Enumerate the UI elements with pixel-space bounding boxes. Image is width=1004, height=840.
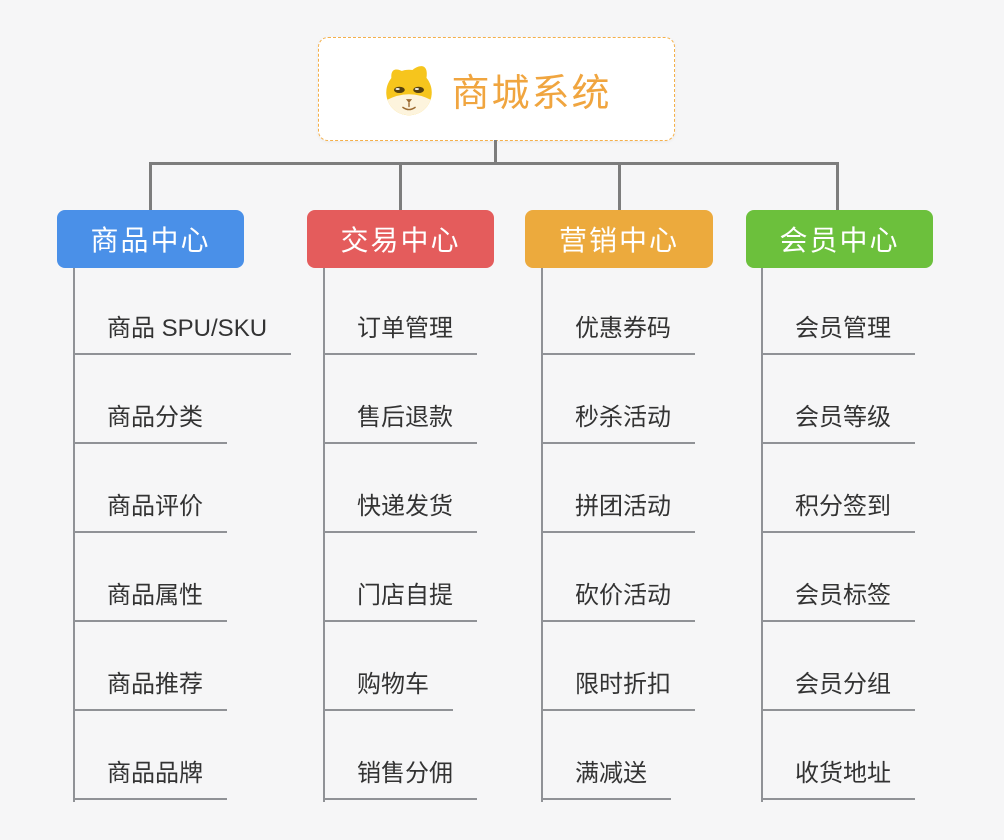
branch-node-marketing-center[interactable]: 营销中心 bbox=[525, 210, 713, 268]
dog-icon bbox=[386, 66, 433, 116]
leaf-node[interactable]: 售后退款 bbox=[323, 402, 477, 444]
connector-column-line bbox=[761, 268, 763, 802]
root-node[interactable]: 商城系统 bbox=[318, 37, 675, 141]
leaf-node[interactable]: 会员分组 bbox=[761, 669, 915, 711]
leaf-node[interactable]: 限时折扣 bbox=[541, 669, 695, 711]
leaf-node[interactable]: 会员管理 bbox=[761, 313, 915, 355]
leaf-node[interactable]: 收货地址 bbox=[761, 758, 915, 800]
leaf-node[interactable]: 购物车 bbox=[323, 669, 453, 711]
branch-node-product-center[interactable]: 商品中心 bbox=[57, 210, 244, 268]
connector-column-line bbox=[73, 268, 75, 802]
leaf-node[interactable]: 门店自提 bbox=[323, 580, 477, 622]
branch-label: 会员中心 bbox=[779, 225, 900, 256]
connector-horizontal bbox=[149, 162, 838, 165]
leaf-node[interactable]: 优惠券码 bbox=[541, 313, 695, 355]
leaf-node[interactable]: 销售分佣 bbox=[323, 758, 477, 800]
connector-root-stub bbox=[494, 140, 497, 165]
leaf-node[interactable]: 满减送 bbox=[541, 758, 671, 800]
leaf-node[interactable]: 商品品牌 bbox=[73, 758, 227, 800]
branch-label: 交易中心 bbox=[340, 225, 461, 256]
leaf-node[interactable]: 会员标签 bbox=[761, 580, 915, 622]
leaf-node[interactable]: 订单管理 bbox=[323, 313, 477, 355]
leaf-node[interactable]: 商品属性 bbox=[73, 580, 227, 622]
leaf-node[interactable]: 快递发货 bbox=[323, 491, 477, 533]
leaf-node[interactable]: 积分签到 bbox=[761, 491, 915, 533]
leaf-node[interactable]: 商品推荐 bbox=[73, 669, 227, 711]
connector-branch-stub bbox=[836, 162, 839, 210]
connector-column-line bbox=[323, 268, 325, 802]
leaf-node[interactable]: 拼团活动 bbox=[541, 491, 695, 533]
root-title: 商城系统 bbox=[451, 72, 612, 115]
connector-branch-stub bbox=[149, 162, 152, 210]
connector-branch-stub bbox=[399, 162, 402, 210]
branch-node-member-center[interactable]: 会员中心 bbox=[746, 210, 933, 268]
connector-column-line bbox=[541, 268, 543, 802]
connector-branch-stub bbox=[618, 162, 621, 210]
branch-label: 商品中心 bbox=[90, 225, 211, 256]
leaf-node[interactable]: 商品评价 bbox=[73, 491, 227, 533]
leaf-node[interactable]: 会员等级 bbox=[761, 402, 915, 444]
leaf-node[interactable]: 砍价活动 bbox=[541, 580, 695, 622]
branch-node-trade-center[interactable]: 交易中心 bbox=[307, 210, 494, 268]
leaf-node[interactable]: 商品分类 bbox=[73, 402, 227, 444]
leaf-node[interactable]: 商品 SPU/SKU bbox=[73, 313, 292, 355]
leaf-node[interactable]: 秒杀活动 bbox=[541, 402, 695, 444]
branch-label: 营销中心 bbox=[558, 225, 679, 256]
